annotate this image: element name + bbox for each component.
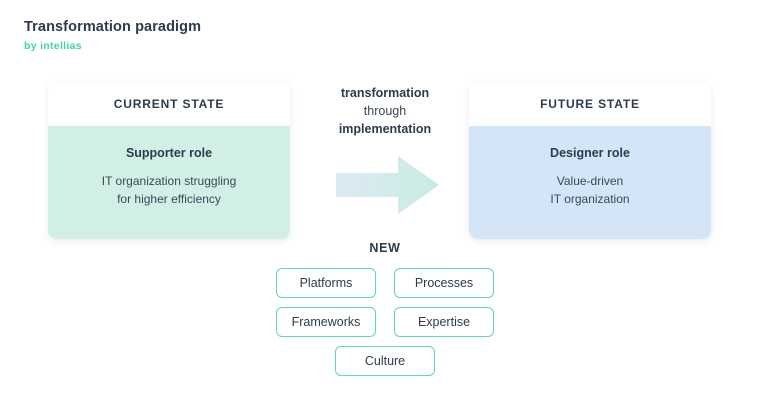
future-state-card-header: FUTURE STATE [469, 82, 711, 126]
current-state-card-header: CURRENT STATE [48, 82, 290, 126]
new-item-frameworks[interactable]: Frameworks [276, 307, 376, 337]
new-item-processes[interactable]: Processes [394, 268, 494, 298]
transformation-line-1: transformation [340, 86, 430, 100]
brand-byline: by intellias [24, 40, 82, 52]
current-state-role: Supporter role [125, 146, 213, 160]
transformation-caption: transformation through implementation [300, 84, 470, 138]
future-state-description-line-2: IT organization [550, 192, 630, 206]
future-state-description: Value-driven IT organization [538, 172, 641, 208]
transformation-arrow-icon [336, 156, 439, 214]
current-state-description-line-2: for higher efficiency [117, 192, 221, 206]
current-state-title: CURRENT STATE [113, 97, 225, 111]
current-state-description: IT organization struggling for higher ef… [90, 172, 249, 208]
header: Transformation paradigm by intellias [24, 18, 424, 52]
transformation-line-3: implementation [338, 122, 432, 136]
new-items-row: Platforms Processes [254, 268, 516, 298]
page-title: Transformation paradigm [24, 19, 202, 35]
future-state-description-line-1: Value-driven [556, 174, 624, 188]
new-items-row: Culture [254, 346, 516, 376]
new-item-expertise[interactable]: Expertise [394, 307, 494, 337]
future-state-role: Designer role [550, 146, 630, 160]
transformation-line-2: through [363, 104, 407, 118]
future-state-title: FUTURE STATE [540, 97, 640, 111]
current-state-card-body: Supporter role IT organization strugglin… [48, 126, 290, 239]
current-state-card: CURRENT STATE Supporter role IT organiza… [48, 82, 290, 239]
new-items-row: Frameworks Expertise [254, 307, 516, 337]
new-section-label: NEW [369, 241, 401, 255]
new-items-list: Platforms Processes Frameworks Expertise… [254, 268, 516, 385]
new-item-platforms[interactable]: Platforms [276, 268, 376, 298]
current-state-description-line-1: IT organization struggling [101, 174, 237, 188]
future-state-card-body: Designer role Value-driven IT organizati… [469, 126, 711, 239]
future-state-card: FUTURE STATE Designer role Value-driven … [469, 82, 711, 239]
new-item-culture[interactable]: Culture [335, 346, 435, 376]
